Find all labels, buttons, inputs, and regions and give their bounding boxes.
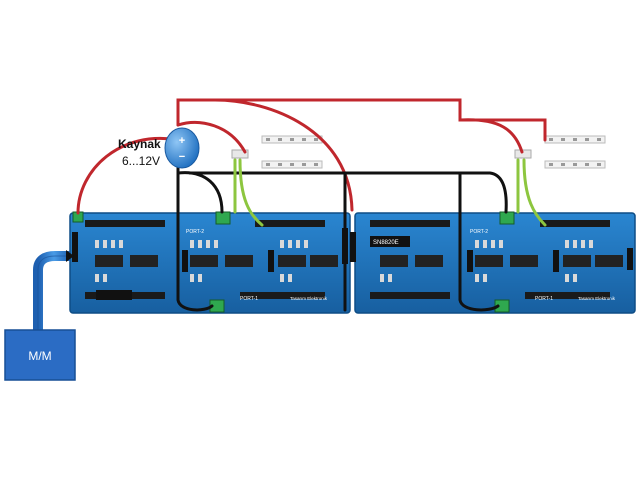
source-voltage: 6...12V	[122, 154, 160, 168]
board-2-brand: Tasarım Elektronik	[578, 296, 616, 301]
relay-board-2: SN8820E PORT-2 PORT-1 Tasarım Elektronik	[350, 211, 636, 314]
board-2-chip-label: SN8820E	[373, 240, 399, 246]
green-wires	[233, 158, 547, 227]
red-wires	[76, 98, 547, 215]
board-1-port-top: PORT-2	[186, 229, 204, 235]
board-1-brand: Tasarım Elektronik	[290, 296, 328, 301]
controller-cable	[33, 250, 74, 332]
minus-sign: −	[179, 151, 185, 163]
controller-label: M/M	[28, 349, 51, 363]
relay-board-1: PORT-2 PORT-1 Tasarım Elektronik	[69, 211, 351, 314]
board-1-port-bottom: PORT-1	[240, 296, 258, 302]
led-strip-group-2	[514, 135, 606, 169]
controller-box: M/M	[4, 329, 76, 381]
led-strip-group-1	[231, 135, 323, 169]
board-2-port-top: PORT-2	[470, 229, 488, 235]
power-source: + −	[164, 127, 200, 169]
plus-sign: +	[179, 135, 185, 147]
board-2-port-bottom: PORT-1	[535, 296, 553, 302]
source-name: Kaynak	[118, 137, 161, 151]
